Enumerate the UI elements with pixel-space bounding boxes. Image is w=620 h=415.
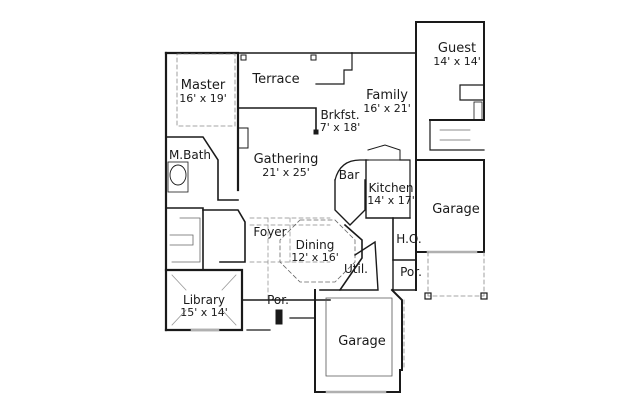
room-label-family: Family 16' x 21' [363,88,411,115]
room-label-mbath: M.Bath [168,148,212,162]
room-label-ho: H.O. [396,232,422,246]
room-label-terrace: Terrace [252,72,300,87]
front-garage-wall [314,288,403,393]
room-label-garage-front: Garage [338,334,386,349]
room-label-brkfst: Brkfst. 7' x 18' [319,108,361,134]
room-label-garage-right: Garage [432,202,480,217]
room-label-dining: Dining 12' x 16' [291,238,339,264]
room-label-master: Master 16' x 19' [179,78,227,105]
room-label-foyer: Foyer [253,225,287,239]
room-label-library: Library 15' x 14' [180,293,228,319]
room-label-kitchen: Kitchen 14' x 17' [367,181,415,207]
room-label-util: Util. [344,262,368,276]
room-label-por-right: Por. [400,265,422,279]
room-label-por-front: Por. [267,293,289,307]
dining-octagon [279,219,356,283]
room-label-bar: Bar [338,168,360,182]
room-label-guest: Guest 14' x 14' [433,41,481,68]
room-label-gathering: Gathering 21' x 25' [253,152,319,179]
